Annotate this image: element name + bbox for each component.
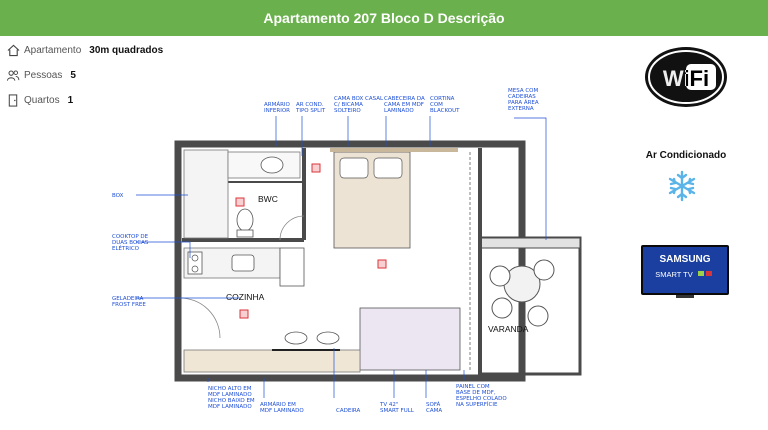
page-title: Apartamento 207 Bloco D Descrição [263,10,505,26]
pillow [339,157,369,179]
burner [191,265,199,273]
info-label: Pessoas [24,70,63,81]
floor-plan: BWC COZINHA VARANDA ARMÁRIO INFERIOR AR … [112,88,582,414]
label-painel: PAINEL COM BASE DE MDF, ESPELHO COLADO N… [456,384,508,408]
kitchen-sink [231,254,255,272]
info-value: 30m quadrados [89,45,164,56]
wifi-text: WiFi [663,66,709,91]
people-icon [6,69,20,83]
balcony-rail [479,237,581,249]
burner [191,254,199,262]
balcony-chair [491,297,513,319]
label-nichos: NICHO ALTO EM MDF LAMINADO NICHO BAIXO E… [208,386,256,410]
wall-outer [174,140,526,382]
room-label-varanda: VARANDA [488,324,529,334]
pillow [373,157,403,179]
sink-basin [260,156,284,174]
info-value: 1 [67,95,74,106]
fridge [279,247,305,287]
title-bar: Apartamento 207 Bloco D Descrição [0,0,768,36]
tv-brand: SAMSUNG [659,254,710,265]
tv-unit [183,349,361,373]
info-row-apartment: Apartamento 30m quadrados [6,38,186,63]
chair [284,331,308,345]
label-box: BOX [112,193,124,199]
cooktop [187,251,203,275]
outlet-marker [377,259,387,269]
label-cortina: CORTINA COM BLACKOUT [430,96,460,114]
label-mesa: MESA COM CADEIRAS PARA ÁREA EXTERNA [508,88,540,112]
headboard [330,148,458,152]
outlet-marker [239,309,249,319]
info-row-rooms: Quartos 1 [6,88,186,113]
toilet-tank [236,229,254,238]
leader-lines [136,116,547,398]
snowflake-icon [668,170,696,202]
info-label: Apartamento [24,45,82,56]
toilet [236,208,254,232]
smart-tv-icon: SAMSUNG SMART TV [641,245,729,298]
balcony-chair [527,305,549,327]
label-cadeira: CADEIRA [336,408,361,414]
property-info: Apartamento 30m quadrados Pessoas 5 Quar… [6,38,186,113]
home-icon [6,44,20,58]
door-bwc [279,215,305,241]
outlet-marker [311,163,321,173]
label-cooktop: COOKTOP DE DUAS BOCAS ELÉTRICO [112,234,150,252]
label-armario-mdf: ARMÁRIO EM MDF LAMINADO [260,401,304,414]
label-cabeceira: CABECEIRA DA CAMA EM MDF LAMINADO [384,96,427,114]
info-row-people: Pessoas 5 [6,63,186,88]
outlet-marker [235,197,245,207]
balcony-chair [533,259,555,281]
ac-label: Ar Condicionado [645,150,727,161]
wifi-icon: WiFi [645,47,727,107]
label-geladeira: GELADEIRA FROST FREE [112,296,146,308]
tv-line: SMART TV [655,270,693,279]
label-sofa-cama: SOFÁ CAMA [426,401,442,414]
label-armario-inferior: ARMÁRIO INFERIOR [264,101,292,114]
chair [316,331,340,345]
info-label: Quartos [24,95,60,106]
label-cama-box: CAMA BOX CASAL C/ BICAMA SOLTEIRO [334,96,385,114]
balcony-chair [489,265,511,287]
label-tv: TV 42" SMART FULL [379,402,415,414]
sofa-bed [359,307,461,371]
info-value: 5 [70,70,76,81]
room-label-bwc: BWC [258,194,278,204]
room-label-cozinha: COZINHA [226,292,265,302]
door-icon [6,94,20,108]
box-shower [183,149,229,239]
label-ar-cond: AR COND. TIPO SPLIT [295,102,326,114]
door-entry [179,297,221,339]
